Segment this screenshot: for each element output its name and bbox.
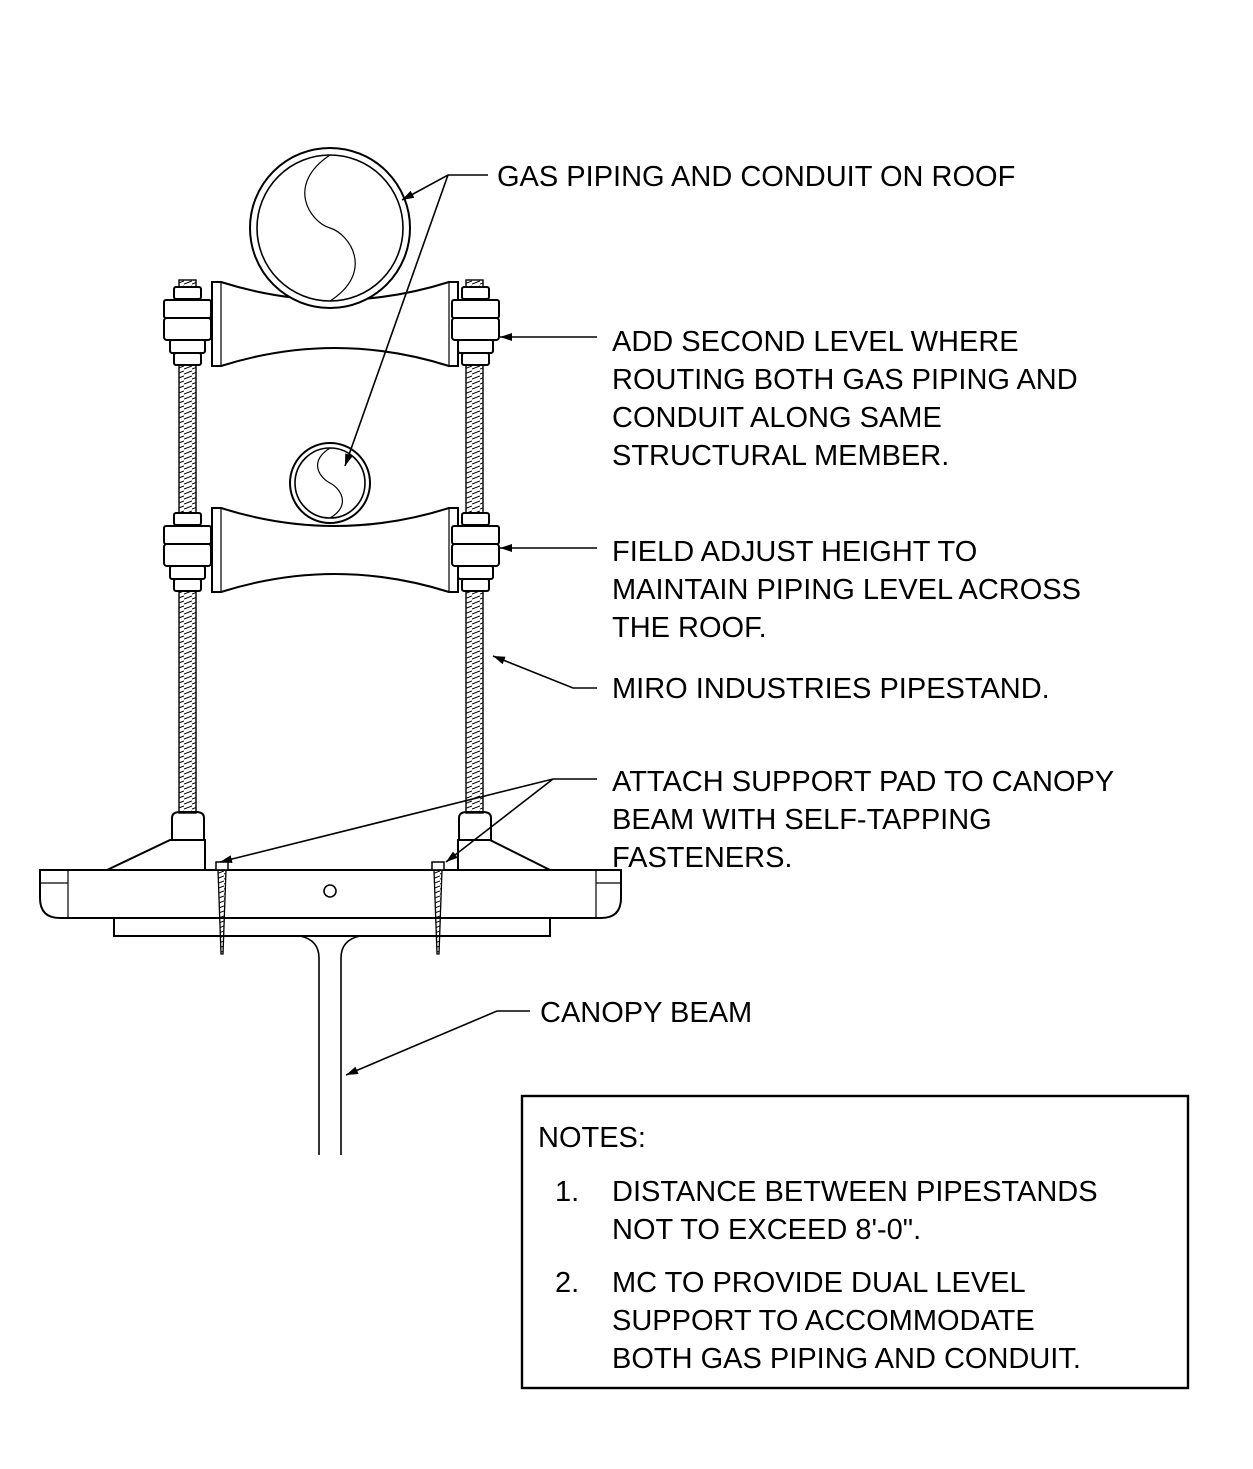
nut-stack-upper-right (451, 286, 500, 366)
self-tapping-fastener-right (431, 861, 445, 955)
note-2: 2. MC TO PROVIDE DUAL LEVEL SUPPORT TO A… (555, 1267, 1081, 1375)
gas-pipe (249, 147, 411, 309)
callout-field-adjust: FIELD ADJUST HEIGHT TO MAINTAIN PIPING L… (612, 536, 1089, 644)
support-pad (39, 811, 622, 919)
callout-canopy-beam: CANOPY BEAM (540, 997, 752, 1029)
notes-box: NOTES: 1. DISTANCE BETWEEN PIPESTANDS NO… (520, 1094, 1190, 1390)
callout-pipestand: MIRO INDUSTRIES PIPESTAND. (612, 673, 1050, 705)
canopy-beam (113, 917, 551, 1155)
nut-stack-lower-right (451, 512, 500, 592)
conduit (289, 442, 371, 524)
nut-stack-upper-left (163, 286, 212, 366)
leader-canopy-beam (345, 1010, 530, 1076)
leader-pipestand (492, 655, 597, 689)
callout-support-pad: ATTACH SUPPORT PAD TO CANOPY BEAM WITH S… (612, 766, 1122, 874)
callout-gas-piping: GAS PIPING AND CONDUIT ON ROOF (497, 161, 1015, 193)
pad-hole (323, 884, 337, 898)
nut-stack-lower-left (163, 512, 212, 592)
lower-roller-support (211, 507, 459, 593)
leader-support-pad (219, 778, 597, 863)
leader-gas-piping (344, 174, 488, 467)
callout-second-level: ADD SECOND LEVEL WHERE ROUTING BOTH GAS … (612, 326, 1086, 472)
note-1: 1. DISTANCE BETWEEN PIPESTANDS NOT TO EX… (555, 1176, 1106, 1246)
notes-title: NOTES: (538, 1122, 646, 1154)
